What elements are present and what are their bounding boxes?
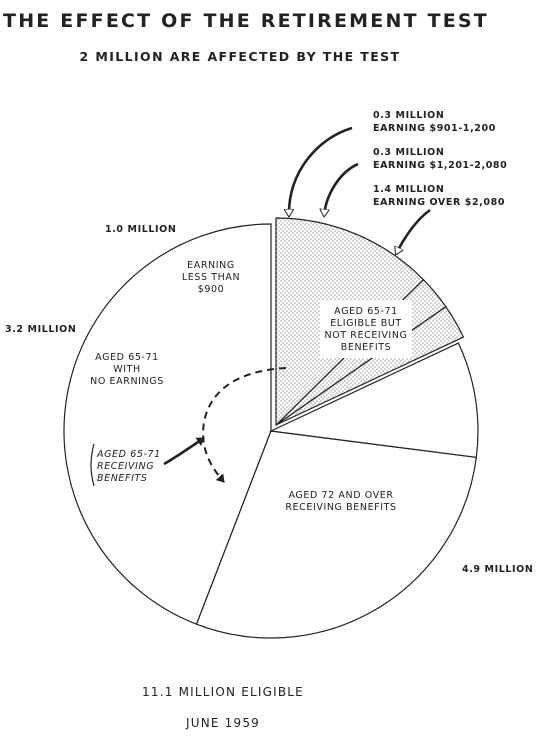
receiving-group-line2: RECEIVING bbox=[97, 461, 154, 472]
arrow-901-1200 bbox=[289, 126, 353, 216]
chart-date-label: JUNE 1959 bbox=[185, 716, 260, 730]
callout-arrows bbox=[289, 126, 431, 254]
pie-slices bbox=[63, 217, 479, 639]
receiving-pointer-arrow bbox=[163, 436, 205, 466]
receiving-bracket bbox=[90, 443, 95, 487]
receiving-group-line1: AGED 65-71 bbox=[96, 449, 161, 460]
desc-901-1200: EARNING $901-1,200 bbox=[373, 123, 496, 134]
desc-less-900-line1: EARNING bbox=[187, 260, 235, 271]
total-eligible-label: 11.1 MILLION ELIGIBLE bbox=[142, 685, 304, 699]
desc-less-900-line3: $900 bbox=[198, 284, 225, 295]
slice-inner-labels: EARNING LESS THAN $900 AGED 65-71 WITH N… bbox=[90, 260, 396, 513]
shaded-group-line2: ELIGIBLE BUT bbox=[330, 318, 402, 329]
desc-no-earnings-line2: WITH bbox=[113, 364, 141, 375]
desc-no-earnings-line1: AGED 65-71 bbox=[95, 352, 159, 363]
desc-aged-72-line2: RECEIVING BENEFITS bbox=[285, 502, 396, 513]
desc-aged-72-line1: AGED 72 AND OVER bbox=[288, 490, 393, 501]
shaded-group-annotation: AGED 65-71 ELIGIBLE BUT NOT RECEIVING BE… bbox=[320, 300, 412, 358]
desc-no-earnings-line3: NO EARNINGS bbox=[90, 376, 164, 387]
desc-less-900-line2: LESS THAN bbox=[182, 272, 240, 283]
chart-subtitle: 2 MILLION ARE AFFECTED BY THE TEST bbox=[80, 49, 401, 64]
slice-less-900 bbox=[268, 342, 479, 458]
value-label-901-1200: 0.3 MILLION bbox=[373, 110, 444, 121]
receiving-group-line3: BENEFITS bbox=[97, 473, 148, 484]
chart-title: THE EFFECT OF THE RETIREMENT TEST bbox=[3, 10, 489, 32]
slice-value-labels: 0.3 MILLION 0.3 MILLION 1.4 MILLION 1.0 … bbox=[5, 110, 533, 575]
arrow-over-2080 bbox=[396, 208, 431, 254]
arrow-1201-2080 bbox=[324, 162, 359, 216]
shaded-group-line3: NOT RECEIVING bbox=[324, 330, 407, 341]
value-label-over-2080: 1.4 MILLION bbox=[373, 184, 444, 195]
value-label-aged-72: 4.9 MILLION bbox=[462, 564, 533, 575]
slice-aged-72 bbox=[63, 223, 272, 625]
desc-1201-2080: EARNING $1,201-2,080 bbox=[373, 160, 507, 171]
slice-no-earnings bbox=[195, 430, 477, 639]
slice-desc-callouts: EARNING $901-1,200 EARNING $1,201-2,080 … bbox=[373, 123, 507, 208]
value-label-no-earnings: 3.2 MILLION bbox=[5, 324, 76, 335]
shaded-group-label-box bbox=[320, 300, 412, 358]
value-label-1201-2080: 0.3 MILLION bbox=[373, 147, 444, 158]
shaded-group-line1: AGED 65-71 bbox=[334, 306, 398, 317]
receiving-dashed-arc bbox=[202, 367, 287, 483]
desc-over-2080: EARNING OVER $2,080 bbox=[373, 197, 505, 208]
receiving-group-annotation: AGED 65-71 RECEIVING BENEFITS bbox=[90, 443, 161, 487]
shaded-group-line4: BENEFITS bbox=[341, 342, 392, 353]
value-label-less-900: 1.0 MILLION bbox=[105, 224, 176, 235]
